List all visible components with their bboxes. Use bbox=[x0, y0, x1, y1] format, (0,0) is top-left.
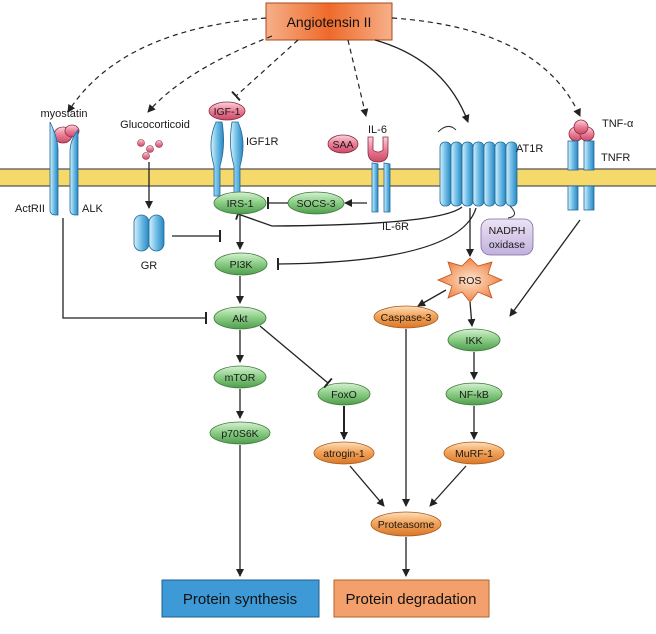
pi3k-label: PI3K bbox=[230, 259, 253, 271]
dash-to-il6 bbox=[347, 39, 369, 117]
caspase3-node: Caspase-3 bbox=[373, 305, 439, 329]
ikk-node: IKK bbox=[447, 328, 501, 352]
tnfr-to-ikk bbox=[509, 219, 581, 317]
murf1-label: MuRF-1 bbox=[455, 448, 493, 460]
igf1-label: IGF-1 bbox=[214, 106, 241, 118]
akt-label: Akt bbox=[232, 313, 247, 325]
ikk-label: IKK bbox=[466, 335, 483, 347]
dash-to-tnf bbox=[391, 17, 581, 117]
angiotensin-ii-label: Angiotensin II bbox=[287, 14, 372, 30]
igf1-ligand bbox=[208, 101, 246, 121]
angiotensin-ii-box: Angiotensin II bbox=[265, 2, 393, 41]
cell-membrane bbox=[0, 168, 656, 187]
dash-to-glucocorticoid bbox=[147, 35, 273, 113]
tnf-tnfr: TNF-α TNFR bbox=[509, 118, 634, 317]
protein-degradation-box: Protein degradation bbox=[333, 579, 490, 618]
alk-label: ALK bbox=[82, 203, 103, 215]
dash-to-myostatin bbox=[67, 17, 267, 113]
socs3-node: SOCS-3 bbox=[287, 191, 345, 215]
socs3-label: SOCS-3 bbox=[296, 198, 335, 210]
nadph-label-line2: oxidase bbox=[489, 239, 525, 251]
gr-label: GR bbox=[141, 260, 158, 272]
p70s6k-node: p70S6K bbox=[209, 421, 271, 445]
arrow-to-at1r bbox=[374, 39, 470, 123]
irs1-label: IRS-1 bbox=[227, 198, 254, 210]
pi3k-node: PI3K bbox=[214, 252, 268, 276]
foxo-node: FoxO bbox=[317, 382, 371, 406]
il6-ligand bbox=[367, 136, 389, 163]
actrii-alk-receptor: myostatin ActRII ALK bbox=[15, 108, 207, 324]
angiotensin-dashed-links bbox=[67, 17, 581, 123]
myostatin-label: myostatin bbox=[40, 108, 87, 120]
mtor-node: mTOR bbox=[213, 365, 267, 389]
nfkb-node: NF-kB bbox=[445, 382, 503, 406]
il6r-left bbox=[371, 162, 379, 213]
proteasome-node: Proteasome bbox=[370, 511, 442, 537]
igf1r-label: IGF1R bbox=[246, 136, 278, 148]
nadph-oxidase bbox=[480, 218, 534, 256]
irs1-node: IRS-1 bbox=[213, 191, 267, 215]
proteasome-label: Proteasome bbox=[378, 519, 435, 531]
murf1-node: MuRF-1 bbox=[443, 441, 505, 465]
actrii-label: ActRII bbox=[15, 203, 45, 215]
il6r-label: IL-6R bbox=[382, 221, 409, 233]
tnf-label: TNF-α bbox=[602, 118, 634, 130]
il6-receptor: SAA IL-6 IL-6R bbox=[327, 124, 409, 233]
actrii-subunit bbox=[49, 121, 59, 216]
saa-ligand bbox=[327, 134, 359, 154]
at1r-inhibits-pi3k bbox=[276, 207, 477, 271]
nfkb-label: NF-kB bbox=[459, 389, 489, 401]
atrogin1-node: atrogin-1 bbox=[313, 441, 375, 465]
akt-node: Akt bbox=[213, 306, 267, 330]
protein-synthesis-box: Protein synthesis bbox=[161, 579, 320, 618]
nadph-label-line1: NADPH bbox=[489, 225, 526, 237]
protein-degradation-label: Protein degradation bbox=[346, 591, 477, 608]
actrii-inhibits-akt bbox=[62, 218, 207, 324]
mtor-label: mTOR bbox=[225, 372, 256, 384]
saa-label: SAA bbox=[332, 139, 353, 151]
atrogin1-to-proteasome bbox=[349, 465, 385, 507]
tnfr-label: TNFR bbox=[601, 152, 630, 164]
at1r-receptor: AT1R NADPH oxidase bbox=[235, 126, 543, 271]
glucocorticoid-label: Glucocorticoid bbox=[120, 119, 190, 131]
glucocorticoid-gr: Glucocorticoid GR bbox=[120, 119, 221, 272]
murf1-to-proteasome bbox=[429, 465, 467, 507]
gr-receptor bbox=[133, 214, 150, 252]
ros-node: ROS bbox=[436, 257, 504, 303]
ros-label: ROS bbox=[459, 275, 482, 287]
p70s6k-label: p70S6K bbox=[221, 428, 258, 440]
il6r-right bbox=[383, 162, 391, 213]
ros-to-ikk bbox=[467, 301, 476, 327]
ros-to-caspase3 bbox=[417, 289, 447, 307]
foxo-label: FoxO bbox=[331, 389, 357, 401]
at1r-inhibits-irs1 bbox=[235, 206, 463, 227]
il6-label: IL-6 bbox=[368, 124, 387, 136]
alk-subunit bbox=[69, 128, 79, 216]
at1r-label: AT1R bbox=[516, 143, 543, 155]
akt-inhibits-foxo bbox=[259, 325, 333, 389]
dash-to-igf1 bbox=[231, 39, 299, 102]
atrogin1-label: atrogin-1 bbox=[323, 448, 365, 460]
caspase3-label: Caspase-3 bbox=[381, 312, 432, 324]
protein-synthesis-label: Protein synthesis bbox=[183, 591, 297, 608]
